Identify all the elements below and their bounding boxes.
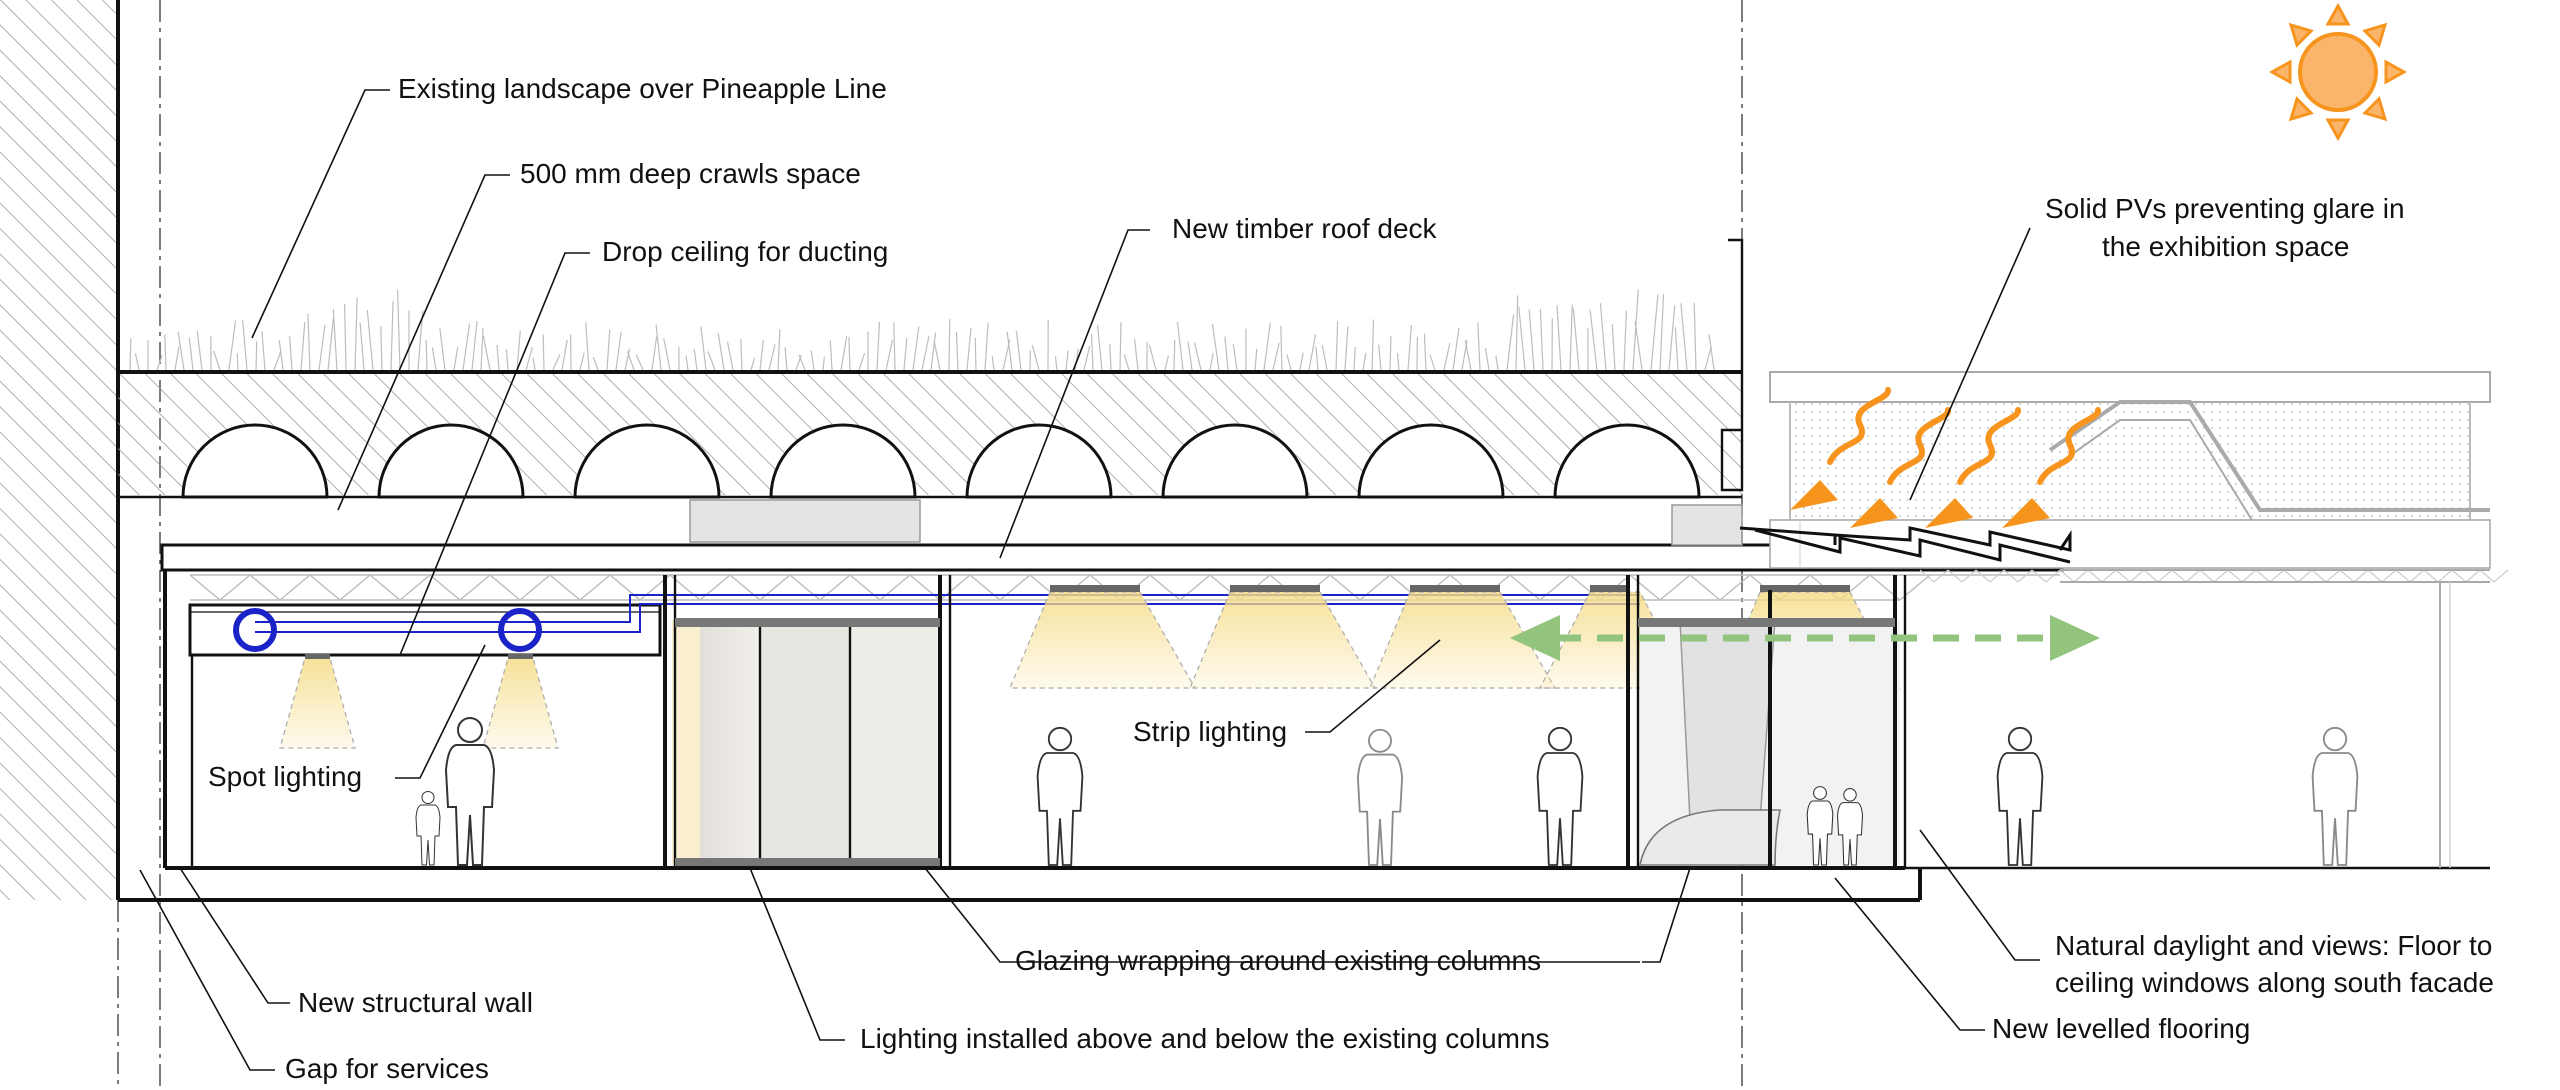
label-solid-pv-line1: Solid PVs preventing glare in xyxy=(2045,193,2405,224)
vault-arch xyxy=(965,423,1113,499)
new-structural-wall xyxy=(163,570,194,868)
person-silhouette xyxy=(1536,726,1584,866)
glazed-column-enclosure xyxy=(663,575,952,868)
ventilation-arrow-icon xyxy=(1510,615,2100,661)
people-silhouettes xyxy=(415,717,2359,866)
vault-arch xyxy=(181,423,329,499)
sun-icon xyxy=(2268,2,2408,142)
label-solid-pv-line2: the exhibition space xyxy=(2102,231,2350,262)
person-silhouette xyxy=(1996,726,2044,866)
person-silhouette xyxy=(415,791,441,866)
glazed-column-enclosure-2 xyxy=(1626,575,1907,868)
label-drop-ceiling: Drop ceiling for ducting xyxy=(602,236,888,267)
label-levelled-flooring: New levelled flooring xyxy=(1992,1013,2250,1044)
label-existing-landscape: Existing landscape over Pineapple Line xyxy=(398,73,887,104)
label-crawl-space: 500 mm deep crawls space xyxy=(520,158,861,189)
person-silhouette xyxy=(1836,788,1864,866)
label-structural-wall: New structural wall xyxy=(298,987,533,1018)
vault-arch xyxy=(1553,423,1701,499)
vault-arch xyxy=(1161,423,1309,499)
vault-arch xyxy=(1357,423,1505,499)
person-silhouette xyxy=(444,717,496,866)
person-silhouette xyxy=(1806,786,1834,866)
label-strip-lighting: Strip lighting xyxy=(1133,716,1287,747)
landscape-planting xyxy=(129,289,1715,371)
person-silhouette xyxy=(1356,728,1404,866)
label-spot-lighting: Spot lighting xyxy=(208,761,362,792)
annotation-leaders xyxy=(139,89,2040,1071)
new-levelled-flooring xyxy=(118,866,2490,902)
existing-wall xyxy=(0,0,120,900)
person-silhouette xyxy=(2311,726,2359,866)
label-daylight-line1: Natural daylight and views: Floor to xyxy=(2055,930,2492,961)
label-timber-roof-deck: New timber roof deck xyxy=(1172,213,1438,244)
person-silhouette xyxy=(1036,726,1084,866)
solar-pv-canopy xyxy=(1739,371,2509,868)
label-gap-services: Gap for services xyxy=(285,1053,489,1084)
label-glazing: Glazing wrapping around existing columns xyxy=(1015,945,1541,976)
label-daylight-line2: ceiling windows along south facade xyxy=(2055,967,2494,998)
duct-icon xyxy=(498,608,542,652)
vaulted-viaduct-deck xyxy=(118,238,1744,499)
duct-icon xyxy=(233,608,277,652)
annotation-labels: Existing landscape over Pineapple Line 5… xyxy=(208,73,2494,1084)
sunlight-arrowheads xyxy=(1790,480,2050,528)
vault-arch xyxy=(769,423,917,499)
vault-arch xyxy=(573,423,721,499)
sunlight-arrow-icon xyxy=(1827,387,2101,485)
label-lighting-columns: Lighting installed above and below the e… xyxy=(860,1023,1550,1054)
